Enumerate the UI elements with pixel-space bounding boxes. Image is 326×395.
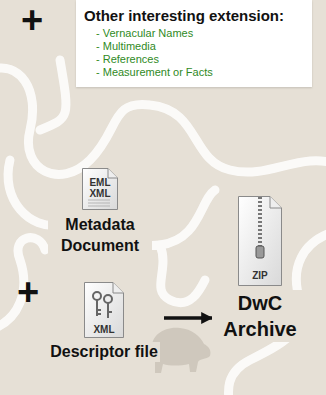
- file-icon: EML XML: [82, 168, 118, 210]
- road: [40, 60, 66, 130]
- text-lines: [88, 200, 110, 201]
- animal-silhouette: [151, 328, 210, 373]
- file-icon-node: EML XML Metadata Document: [48, 168, 152, 256]
- extension-box: Other interesting extension: - Vernacular…: [76, 0, 312, 87]
- text-lines: [88, 203, 110, 204]
- file-caption: Descriptor file: [48, 342, 160, 362]
- road: [0, 238, 45, 330]
- document-outline: [85, 283, 124, 338]
- file-caption: DwC Archive: [212, 290, 308, 342]
- document-fold: [270, 197, 282, 209]
- file-icon: ZIP: [238, 196, 282, 286]
- keys-symbol: [93, 292, 112, 318]
- box-heading: Other interesting extension:: [84, 7, 304, 24]
- arrow-connector: [164, 316, 212, 320]
- plus-sign: +: [17, 273, 39, 311]
- extension-item: - References: [84, 53, 304, 66]
- document-outline: [83, 169, 118, 210]
- document-outline: [239, 197, 282, 286]
- document-fold: [113, 283, 124, 294]
- road-lines: [0, 60, 326, 395]
- file-caption: Metadata Document: [48, 214, 152, 256]
- extension-item: - Multimedia: [84, 40, 304, 53]
- document-fold: [108, 169, 118, 179]
- icon-label: ZIP: [245, 270, 275, 281]
- file-icon-node: ZIP DwC Archive: [212, 196, 308, 342]
- road: [160, 245, 205, 303]
- icon-label: XML: [89, 324, 119, 335]
- file-icon: XML: [84, 282, 124, 338]
- zipper: [256, 197, 264, 258]
- extension-item: - Vernacular Names: [84, 27, 304, 40]
- text-lines: [88, 206, 110, 207]
- extension-item: - Measurement or Facts: [84, 66, 304, 79]
- plus-sign: +: [21, 1, 43, 39]
- icon-label: EML XML: [87, 177, 113, 199]
- file-icon-node: XML Descriptor file: [44, 282, 164, 362]
